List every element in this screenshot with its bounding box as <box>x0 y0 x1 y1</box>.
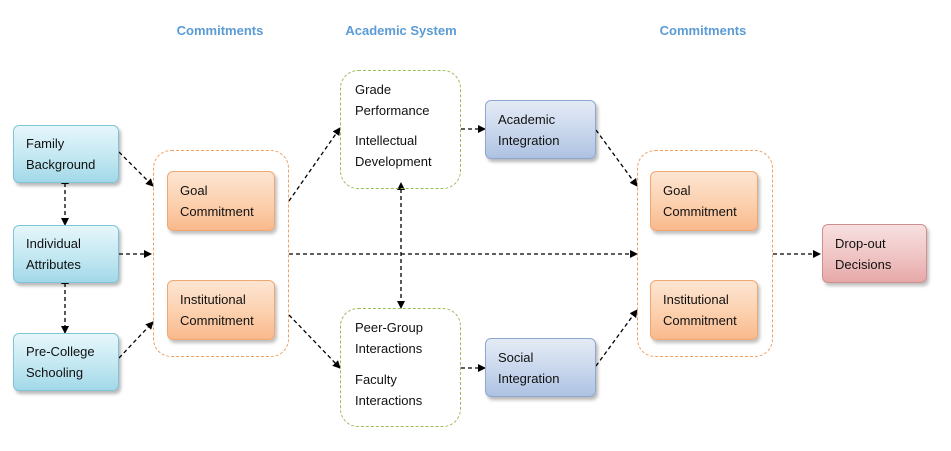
arrow-commitments-to-academic-system <box>288 127 341 202</box>
faculty-interactions-line1: Faculty <box>355 372 397 387</box>
peer-group-interactions-line1: Peer-Group <box>355 320 423 335</box>
social-integration-line2: Integration <box>498 370 560 386</box>
header-left-commitments: Commitments <box>176 23 264 38</box>
intellectual-development-line1: Intellectual <box>355 133 418 148</box>
academic-integration-line2: Integration <box>498 132 560 148</box>
left-institutional-commitment-line1: Institutional <box>180 292 246 307</box>
dropout-decisions-box: Drop-out Decisions <box>822 224 927 283</box>
intellectual-development-line2: Development <box>355 154 432 169</box>
left-goal-commitment-line1: Goal <box>180 183 208 198</box>
right-commitments-group <box>637 150 773 357</box>
faculty-interactions-line2: Interactions <box>355 393 423 408</box>
right-institutional-commitment-line1: Institutional <box>663 292 729 307</box>
arrow-commitments-to-social-system <box>288 314 341 369</box>
left-institutional-commitment-line2: Commitment <box>180 313 254 328</box>
right-goal-commitment-line1: Goal <box>663 183 691 198</box>
header-right-commitments: Commitments <box>659 23 747 38</box>
dropout-decisions-line2: Decisions <box>835 256 892 272</box>
arrow-social-integration-to-commitments <box>595 309 638 367</box>
left-institutional-commitment-box: Institutional Commitment <box>167 280 275 340</box>
arrow-family-to-commitments <box>118 151 154 187</box>
pre-college-schooling-line2: Schooling <box>26 365 84 380</box>
family-background-line2: Background <box>26 157 96 172</box>
left-goal-commitment-line2: Commitment <box>180 204 254 219</box>
right-institutional-commitment-line2: Commitment <box>663 313 737 328</box>
dropout-decisions-line1: Drop-out <box>835 235 886 251</box>
individual-attributes-box: Individual Attributes <box>13 225 119 283</box>
academic-integration-line1: Academic <box>498 111 556 127</box>
left-goal-commitment-box: Goal Commitment <box>167 171 275 231</box>
grade-performance-line2: Performance <box>355 103 430 118</box>
individual-attributes-line1: Individual <box>26 236 81 251</box>
pre-college-schooling-box: Pre-College Schooling <box>13 333 119 391</box>
social-integration-box: Social Integration <box>485 338 596 397</box>
right-institutional-commitment-box: Institutional Commitment <box>650 280 758 340</box>
social-integration-line1: Social <box>498 349 534 365</box>
family-background-line1: Family <box>26 136 65 151</box>
individual-attributes-line2: Attributes <box>26 257 81 272</box>
academic-integration-box: Academic Integration <box>485 100 596 159</box>
grade-performance-line1: Grade <box>355 82 392 97</box>
social-system-group <box>340 308 461 427</box>
pre-college-schooling-line1: Pre-College <box>26 344 95 359</box>
right-goal-commitment-line2: Commitment <box>663 204 737 219</box>
left-commitments-group <box>153 150 289 357</box>
arrow-precollege-to-commitments <box>118 321 154 359</box>
arrow-academic-integration-to-commitments <box>595 129 638 187</box>
academic-system-group <box>340 70 461 189</box>
right-goal-commitment-box: Goal Commitment <box>650 171 758 231</box>
header-academic-system: Academic System <box>345 23 457 38</box>
peer-group-interactions-line2: Interactions <box>355 341 423 356</box>
family-background-box: Family Background <box>13 125 119 183</box>
